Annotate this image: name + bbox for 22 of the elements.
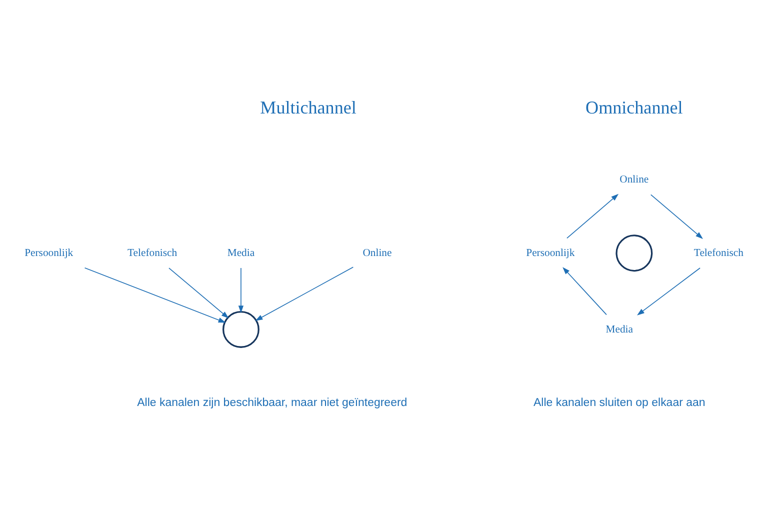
arrow [637, 268, 700, 316]
arrow [650, 194, 703, 239]
node-text: Persoonlijk [526, 246, 575, 259]
arrow [566, 194, 619, 239]
node-text: Media [606, 323, 634, 336]
node-person [222, 311, 260, 348]
node-text: Online [620, 173, 649, 186]
label: Multichannel [260, 98, 356, 118]
arrow [562, 267, 607, 316]
label: Alle kanalen sluiten op elkaar aan [534, 396, 706, 409]
label: Omnichannel [586, 98, 683, 118]
node-person [616, 234, 653, 272]
node-text: Media [227, 246, 255, 259]
node-text: Telefonisch [128, 246, 178, 259]
arrow [168, 268, 229, 318]
node-text: Online [362, 246, 392, 259]
arrow [84, 268, 226, 323]
node-text: Persoonlijk [24, 246, 74, 259]
arrow [255, 266, 354, 321]
arrow [238, 268, 244, 314]
label: Alle kanalen zijn beschikbaar, maar niet geïntegreerd [137, 396, 408, 409]
node-text: Telefonisch [694, 246, 744, 259]
